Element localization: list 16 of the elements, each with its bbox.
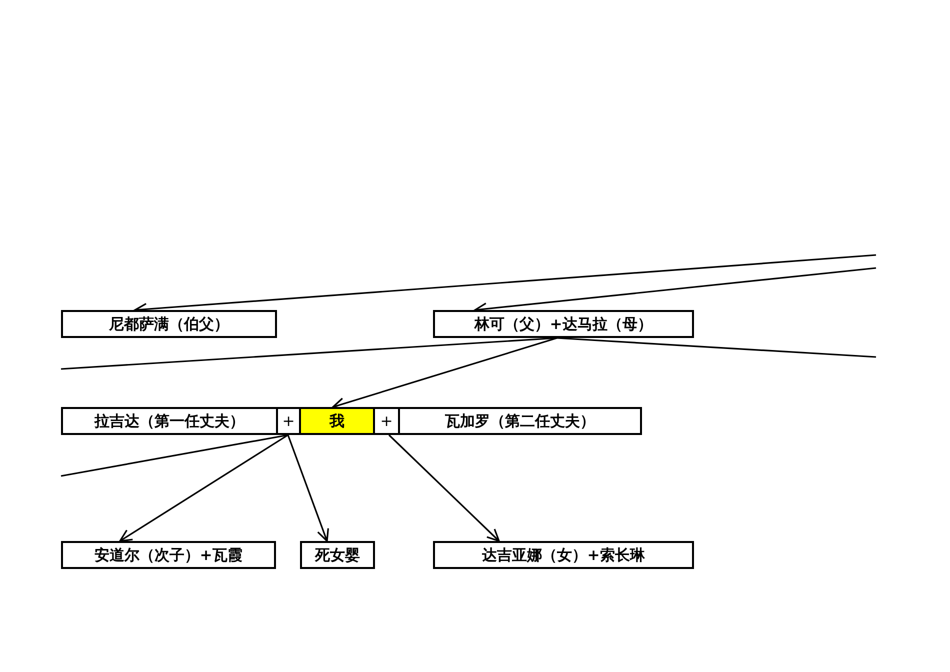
plus-sign-box: + — [276, 407, 301, 435]
highlighted-name-box: 我 — [299, 407, 375, 435]
plus-sign-box: + — [373, 407, 400, 435]
arrow — [388, 434, 500, 542]
arrow — [119, 434, 288, 542]
name-box: 林可（父）+达马拉（母） — [433, 310, 694, 338]
arrow — [332, 337, 558, 410]
connector-line — [556, 337, 876, 358]
name-box: 安道尔（次子）+瓦霞 — [61, 541, 276, 569]
name-box: 瓦加罗（第二任丈夫） — [398, 407, 642, 435]
arrow — [287, 434, 329, 542]
name-box: 拉吉达（第一任丈夫） — [61, 407, 278, 435]
name-box: 尼都萨满（伯父） — [61, 310, 277, 338]
connector-line — [60, 434, 288, 477]
name-box: 达吉亚娜（女）+索长琳 — [433, 541, 694, 569]
name-box: 死女婴 — [300, 541, 375, 569]
